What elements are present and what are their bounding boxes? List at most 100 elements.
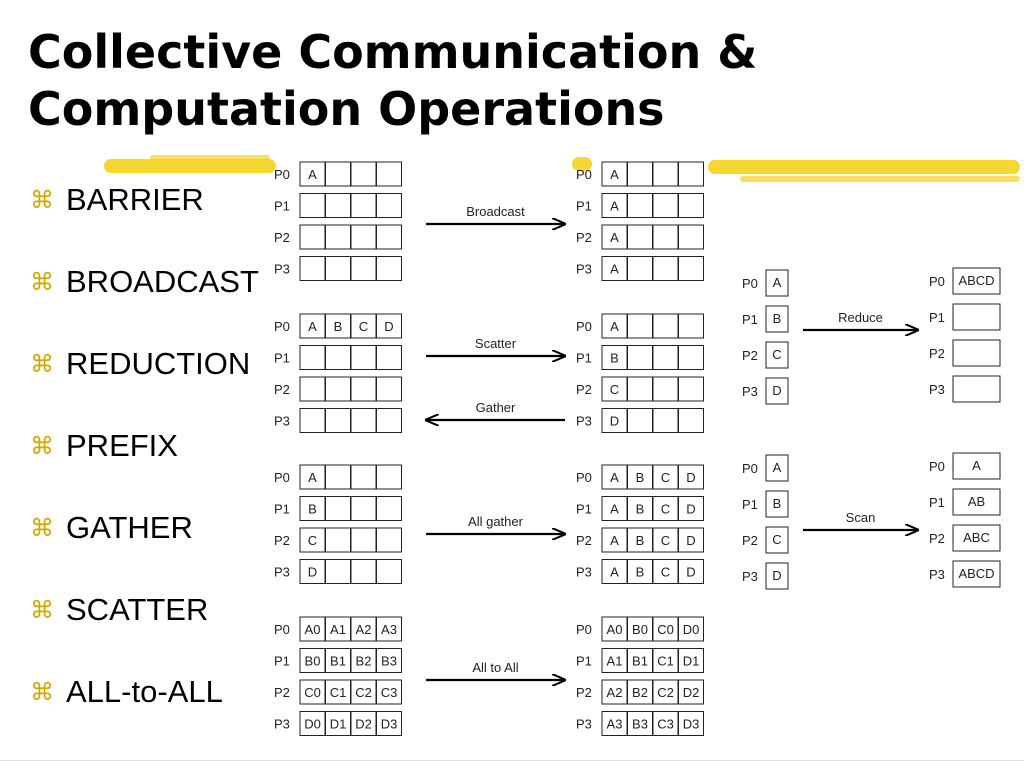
grid-cell: [325, 527, 351, 553]
grid-cell: [350, 616, 377, 642]
arrow-label: All gather: [468, 514, 524, 529]
process-label: P0: [274, 319, 290, 334]
command-key-icon: ⌘: [30, 596, 54, 624]
grid-cell: [678, 616, 704, 642]
cell-value: D1: [330, 717, 347, 732]
grid-cell: [678, 464, 704, 490]
grid-cell: [376, 161, 402, 187]
process-label: P3: [274, 414, 290, 429]
footer-divider: [0, 760, 1024, 761]
process-label: P0: [576, 622, 592, 637]
process-label: P2: [576, 382, 592, 397]
column-cell: [765, 305, 789, 333]
cell-value: B0: [305, 654, 321, 669]
process-label: P0: [742, 276, 758, 291]
cell-value: C: [772, 347, 781, 362]
grid-cell: [652, 559, 679, 584]
grid-cell: [350, 496, 377, 521]
grid-cell: [652, 256, 679, 281]
cell-value: A0: [305, 622, 321, 637]
cell-value: A1: [330, 622, 346, 637]
cell-value: A: [773, 275, 782, 290]
grid-cell: [376, 616, 402, 642]
cell-value: D0: [304, 717, 321, 732]
grid-cell: [325, 679, 351, 705]
grid-cell: [299, 496, 326, 521]
grid-cell: [350, 648, 377, 673]
process-label: P1: [742, 497, 758, 512]
grid-cell: [627, 345, 653, 370]
cell-value: C: [661, 533, 670, 548]
arrow-label: Scan: [846, 510, 876, 525]
grid-cell: [350, 464, 377, 490]
cell-value: A: [610, 230, 619, 245]
process-label: P1: [576, 351, 592, 366]
grid-cell: [601, 193, 628, 218]
process-label: P0: [929, 459, 945, 474]
grid-cell: [678, 345, 704, 370]
process-label: P0: [274, 470, 290, 485]
grid-cell: [350, 559, 377, 584]
cell-value: C0: [304, 685, 321, 700]
arrow-label: Gather: [476, 400, 516, 415]
cell-value: A: [610, 470, 619, 485]
grid-cell: [376, 313, 402, 339]
grid-cell: [350, 527, 377, 553]
cell-value: D: [686, 533, 695, 548]
bullet-item: ⌘GATHER: [30, 508, 193, 548]
grid-cell: [627, 256, 653, 281]
command-key-icon: ⌘: [30, 268, 54, 296]
cell-value: A: [308, 319, 317, 334]
grid-cell: [601, 313, 628, 339]
cell-value: C: [359, 319, 368, 334]
column-cell: [952, 303, 1001, 331]
grid-cell: [350, 408, 377, 433]
grid-cell: [376, 408, 402, 433]
column-cell: [765, 269, 789, 297]
column-cell: [952, 524, 1001, 552]
grid-cell: [601, 345, 628, 370]
highlighter-stroke-left: [104, 159, 276, 173]
process-label: P0: [576, 319, 592, 334]
cell-value: A: [972, 458, 981, 473]
grid-cell: [350, 345, 377, 370]
grid-cell: [325, 345, 351, 370]
cell-value: A: [610, 502, 619, 517]
bullet-item: ⌘PREFIX: [30, 426, 178, 466]
process-label: P3: [742, 569, 758, 584]
process-label: P1: [742, 312, 758, 327]
cell-value: C: [661, 470, 670, 485]
cell-value: C: [610, 382, 619, 397]
grid-cell: [299, 616, 326, 642]
cell-value: B: [334, 319, 343, 334]
grid-cell: [678, 679, 704, 705]
grid-cell: [652, 376, 679, 402]
grid-cell: [299, 313, 326, 339]
grid-cell: [652, 313, 679, 339]
process-label: P1: [274, 502, 290, 517]
cell-value: A: [610, 262, 619, 277]
grid-cell: [299, 224, 326, 250]
process-label: P2: [742, 533, 758, 548]
process-label: P1: [576, 654, 592, 669]
slide-title: Collective Communication & Computation O…: [28, 24, 928, 138]
process-label: P1: [274, 351, 290, 366]
cell-value: D: [308, 565, 317, 580]
command-key-icon: ⌘: [30, 432, 54, 460]
grid-cell: [678, 711, 704, 736]
grid-cell: [627, 408, 653, 433]
process-label: P3: [576, 262, 592, 277]
column-cell: [765, 562, 789, 590]
process-label: P0: [576, 167, 592, 182]
column-cell: [765, 377, 789, 405]
bullet-item: ⌘ALL-to-ALL: [30, 672, 223, 712]
cell-value: A2: [356, 622, 372, 637]
cell-value: A0: [607, 622, 623, 637]
process-label: P3: [742, 384, 758, 399]
grid-cell: [350, 313, 377, 339]
grid-cell: [678, 256, 704, 281]
column-cell: [765, 490, 789, 518]
cell-value: D2: [355, 717, 372, 732]
grid-cell: [376, 256, 402, 281]
